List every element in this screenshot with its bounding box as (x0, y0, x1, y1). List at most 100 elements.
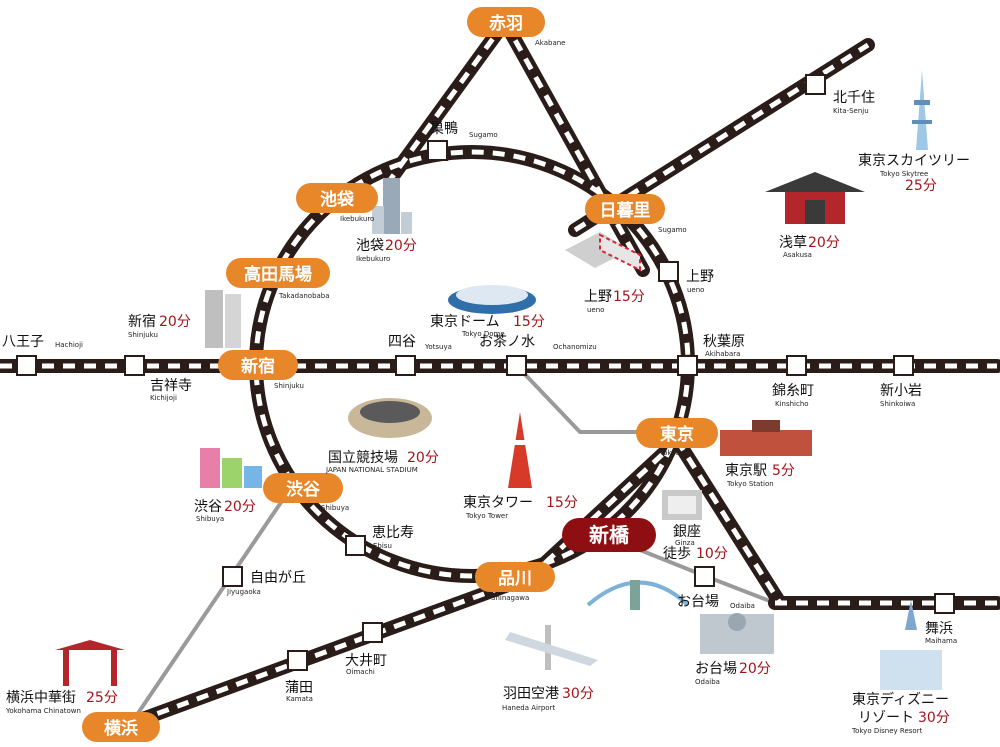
hub-tokyo[interactable]: 東京 Tokyo (636, 418, 718, 457)
station-shinkoiwa-en: Shinkoiwa (880, 400, 915, 408)
skytree-illustration (912, 70, 932, 150)
hub-nippori[interactable]: 日暮里 Sugamo (585, 194, 687, 234)
hub-ikebukuro[interactable]: 池袋 Ikebukuro (296, 183, 378, 223)
odaiba-tv-illustration (700, 613, 774, 654)
hub-shibuya[interactable]: 渋谷 Shibuya (263, 473, 349, 512)
hachioji-marker (16, 355, 37, 376)
hub-akabane[interactable]: 赤羽 Akabane (467, 7, 566, 47)
hub-shinjuku-en: Shinjuku (274, 382, 304, 390)
yotsuya-marker (395, 355, 416, 376)
maihama-marker (934, 593, 955, 614)
spot-ginza-name: 銀座 (673, 524, 701, 540)
spot-stadium-en: JAPAN NATIONAL STADIUM (325, 466, 418, 474)
spot-disney-time: 30分 (918, 710, 950, 726)
station-maihama: 舞浜 (925, 621, 953, 637)
station-kinshicho-en: Kinshicho (775, 400, 809, 408)
hub-shinagawa[interactable]: 品川 Shinagawa (475, 562, 555, 602)
station-odaiba: お台場 (677, 594, 719, 610)
hub-shinbashi-label: 新橋 (589, 523, 630, 547)
station-hachioji-en: Hachioji (55, 341, 83, 349)
spot-stadium-name: 国立競技場 (328, 450, 398, 466)
spot-shinjuku-time: 20分 (159, 314, 191, 330)
hub-tokyo-en: Tokyo (659, 449, 680, 457)
spot-asakusa-name: 浅草 (779, 235, 807, 251)
hub-takadanobaba-en: Takadanobaba (278, 292, 330, 300)
spot-odaiba-en: Odaiba (695, 678, 720, 686)
asakusa-temple-illustration (765, 172, 865, 224)
hub-akabane-label: 赤羽 (489, 13, 523, 34)
spot-shinjuku-en: Shinjuku (128, 331, 158, 339)
spot-tokyostation-name: 東京駅 (725, 463, 767, 479)
shinkoiwa-marker (893, 355, 914, 376)
disney-castle-illustration (880, 600, 942, 690)
spot-disney-name1: 東京ディズニー (852, 691, 949, 708)
station-yotsuya-en: Yotsuya (424, 343, 452, 351)
station-sugamo: 巣鴨 (430, 121, 458, 137)
station-odaiba-en: Odaiba (730, 602, 755, 610)
station-kitasenju: 北千住 (833, 90, 875, 106)
hub-yokohama[interactable]: 横浜 (82, 712, 160, 742)
stadium-illustration (348, 398, 432, 438)
chinatown-gate-illustration (55, 640, 125, 686)
station-akihabara: 秋葉原 (703, 334, 745, 350)
spot-tokyostation-en: Tokyo Station (726, 480, 774, 488)
jiyugaoka-marker (222, 566, 243, 587)
hub-takadanobaba-label: 高田馬場 (244, 264, 312, 285)
spot-haneda-en: Haneda Airport (502, 704, 555, 712)
ueno-park-illustration (565, 232, 641, 272)
hub-shinbashi[interactable]: 新橋 (562, 518, 656, 552)
spot-shinjuku-name: 新宿 (128, 313, 156, 330)
kichijoji-marker (124, 355, 145, 376)
station-ochanomizu-en: Ochanomizu (553, 343, 597, 351)
spot-shibuya-time: 20分 (224, 499, 256, 515)
liberty-illustration (586, 580, 690, 610)
hub-takadanobaba[interactable]: 高田馬場 Takadanobaba (226, 258, 330, 300)
station-maihama-en: Maihama (925, 637, 957, 645)
station-jiyugaoka-en: Jiyugaoka (226, 588, 261, 596)
haneda-illustration (505, 625, 598, 670)
spot-odaiba-time: 20分 (739, 661, 771, 677)
spot-tokyostation-time: 5分 (772, 463, 795, 479)
spot-skytree-en: Tokyo Skytree (879, 170, 928, 178)
station-kichijoji-en: Kichijoji (150, 394, 177, 402)
tokyotower-illustration (508, 412, 532, 488)
sugamo-marker (427, 140, 448, 161)
tokyodome-illustration (448, 285, 536, 314)
spot-ginza-walk: 徒歩 (663, 546, 691, 562)
station-sugamo-en: Sugamo (469, 131, 498, 139)
spot-disney-en: Tokyo Disney Resort (851, 727, 923, 735)
tokyo-station-illustration (720, 420, 812, 456)
ikebukuro-building-illustration (372, 178, 412, 234)
station-kamata-en: Kamata (286, 695, 313, 703)
ueno-marker (658, 261, 679, 282)
station-kitasenju-en: Kita-Senju (833, 107, 869, 115)
station-labels: 巣鴨 Sugamo 北千住 Kita-Senju 上野 ueno 秋葉原 Aki… (2, 90, 957, 703)
spot-asakusa-time: 20分 (808, 235, 840, 251)
spot-ueno-time: 15分 (613, 289, 645, 305)
hub-tokyo-label: 東京 (660, 424, 694, 445)
station-oimachi: 大井町 (345, 653, 387, 669)
station-kichijoji: 吉祥寺 (150, 378, 192, 394)
station-yotsuya: 四谷 (388, 334, 416, 350)
station-shinkoiwa: 新小岩 (880, 383, 922, 399)
spot-ginza-en: Ginza (675, 539, 695, 547)
spot-tokyotower-name: 東京タワー (463, 495, 533, 511)
spot-ikebukuro-en: Ikebukuro (356, 255, 390, 263)
hub-shinagawa-en: Shinagawa (491, 594, 529, 602)
station-ebisu-en: Ebisu (373, 542, 392, 550)
hub-ikebukuro-label: 池袋 (320, 189, 355, 210)
oimachi-marker (362, 622, 383, 643)
hub-nippori-en: Sugamo (658, 226, 687, 234)
hub-shibuya-label: 渋谷 (286, 479, 321, 500)
spot-tokyotower-en: Tokyo Tower (465, 512, 508, 520)
hub-ikebukuro-en: Ikebukuro (340, 215, 374, 223)
hub-yokohama-label: 横浜 (104, 718, 138, 739)
kinshicho-marker (786, 355, 807, 376)
kamata-marker (287, 650, 308, 671)
station-ueno-en: ueno (687, 286, 704, 294)
hub-shinjuku[interactable]: 新宿 Shinjuku (218, 350, 304, 390)
ebisu-marker (345, 535, 366, 556)
odaiba-marker (694, 566, 715, 587)
kitasenju-marker (805, 74, 826, 95)
